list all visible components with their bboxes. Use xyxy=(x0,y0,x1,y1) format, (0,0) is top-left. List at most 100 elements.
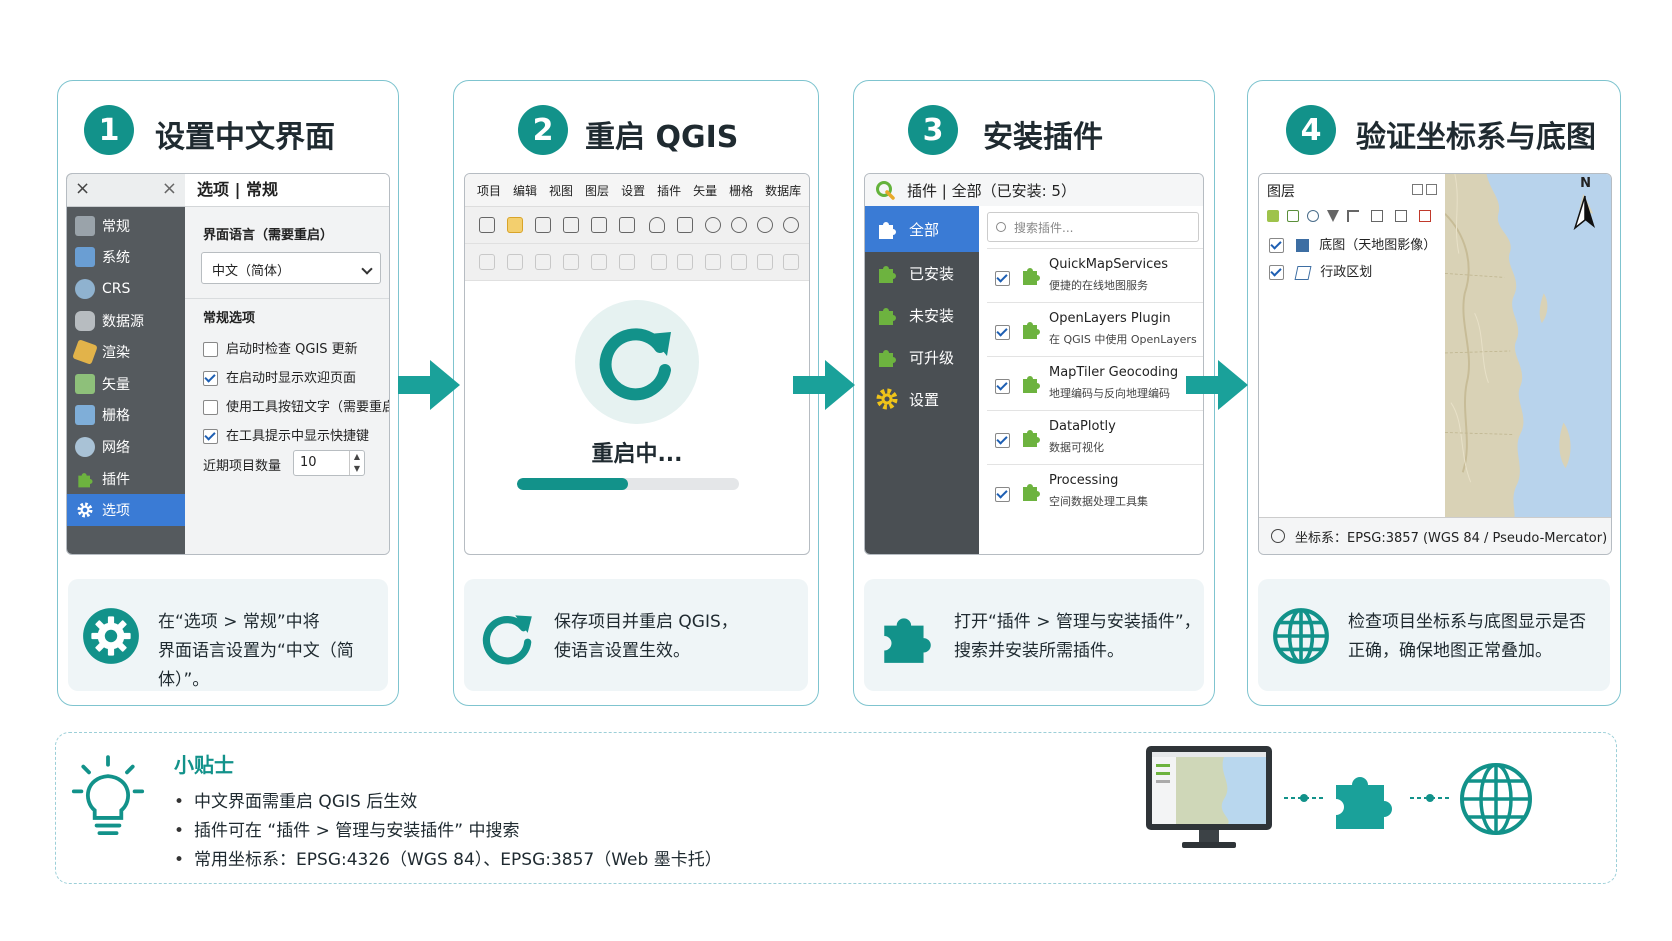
plugin-row[interactable]: DataPlotly 数据可视化 xyxy=(987,410,1203,465)
recent-projects-spinbox[interactable]: 10 ▲▼ xyxy=(293,450,365,476)
panel-float-icon[interactable] xyxy=(1412,184,1423,195)
option-check-updates[interactable]: 启动时检查 QGIS 更新 xyxy=(203,338,358,357)
sidebar-item-label: 选项 xyxy=(102,503,130,520)
redo-icon[interactable] xyxy=(783,254,799,270)
globe-icon[interactable] xyxy=(1271,529,1285,543)
sidebar-item-upgradeable[interactable]: 可升级 xyxy=(865,336,979,378)
menu-settings[interactable]: 设置 xyxy=(621,183,646,198)
sidebar-item-data-sources[interactable]: 数据源 xyxy=(67,305,185,337)
style-manager-icon[interactable] xyxy=(1267,210,1279,222)
vertex-tool-icon[interactable] xyxy=(535,254,551,270)
menu-database[interactable]: 数据库 xyxy=(765,183,802,198)
cut-features-icon[interactable] xyxy=(619,254,635,270)
pan-to-selection-icon[interactable] xyxy=(677,217,693,233)
expand-all-icon[interactable] xyxy=(1371,210,1383,222)
filter-legend-icon[interactable] xyxy=(1347,210,1359,222)
zoom-in-icon[interactable] xyxy=(705,217,721,233)
sidebar-item-options[interactable]: 选项 xyxy=(67,494,185,526)
print-layout-icon[interactable] xyxy=(591,217,607,233)
pan-hand-icon[interactable] xyxy=(649,217,665,233)
step-title: 重启 QGIS xyxy=(585,120,739,155)
save-icon[interactable] xyxy=(535,217,551,233)
option-toolbutton-text[interactable]: 使用工具按钮文字（需要重启） xyxy=(203,396,390,415)
checkbox[interactable] xyxy=(203,429,218,444)
plugin-name: QuickMapServices xyxy=(1049,257,1169,272)
new-file-icon[interactable] xyxy=(479,217,495,233)
checkbox[interactable] xyxy=(1269,238,1284,253)
menu-plugins[interactable]: 插件 xyxy=(657,183,682,198)
checkbox[interactable] xyxy=(995,379,1010,394)
panel-close-icon[interactable] xyxy=(1426,184,1437,195)
close-icon[interactable]: × xyxy=(75,178,91,199)
language-select[interactable]: 中文（简体） xyxy=(201,252,381,284)
checkbox[interactable] xyxy=(203,400,218,415)
delete-selected-icon[interactable] xyxy=(591,254,607,270)
zoom-layer-icon[interactable] xyxy=(1307,210,1319,222)
sidebar-item-installed[interactable]: 已安装 xyxy=(865,252,979,294)
save-as-icon[interactable] xyxy=(563,217,579,233)
option-show-welcome[interactable]: 在启动时显示欢迎页面 xyxy=(203,367,356,386)
map-image xyxy=(1445,174,1611,518)
add-group-icon[interactable] xyxy=(1287,210,1299,222)
close-icon[interactable]: × xyxy=(161,178,177,199)
paste-features-icon[interactable] xyxy=(731,254,747,270)
zoom-out-icon[interactable] xyxy=(757,217,773,233)
edit-pencil-icon[interactable] xyxy=(651,254,667,270)
copy-features-icon[interactable] xyxy=(705,254,721,270)
recent-projects-value: 10 xyxy=(300,455,317,470)
crs-status[interactable]: 坐标系：EPSG:3857 (WGS 84 / Pseudo-Mercator) xyxy=(1295,530,1608,546)
checkbox[interactable] xyxy=(203,371,218,386)
layer-label: 底图（天地图影像） xyxy=(1319,238,1437,253)
sidebar-item-settings[interactable]: 设置 xyxy=(865,378,979,420)
sidebar-item-vector[interactable]: 矢量 xyxy=(67,368,185,400)
sidebar-item-not-installed[interactable]: 未安装 xyxy=(865,294,979,336)
zoom-layer-icon[interactable] xyxy=(783,217,799,233)
sidebar-item-plugins[interactable]: 插件 xyxy=(67,463,185,495)
menu-raster[interactable]: 栅格 xyxy=(729,183,754,198)
option-tooltip-shortcuts[interactable]: 在工具提示中显示快捷键 xyxy=(203,425,369,444)
close-project-icon[interactable] xyxy=(619,217,635,233)
menu-project[interactable]: 项目 xyxy=(477,183,502,198)
plugin-row[interactable]: OpenLayers Plugin 在 QGIS 中使用 OpenLayers xyxy=(987,302,1203,357)
plugin-row[interactable]: Processing 空间数据处理工具集 xyxy=(987,464,1203,519)
menu-view[interactable]: 视图 xyxy=(549,183,574,198)
sidebar-item-all[interactable]: 全部 xyxy=(865,206,979,252)
puzzle-icon xyxy=(1023,322,1040,339)
menu-edit[interactable]: 编辑 xyxy=(513,183,538,198)
step-number: 2 xyxy=(518,105,568,155)
sidebar-item-label: 网络 xyxy=(102,439,130,456)
sidebar-item-rendering[interactable]: 渲染 xyxy=(67,336,185,368)
sidebar-item-network[interactable]: 网络 xyxy=(67,431,185,463)
menu-vector[interactable]: 矢量 xyxy=(693,183,718,198)
sidebar-item-raster[interactable]: 栅格 xyxy=(67,400,185,432)
menu-layer[interactable]: 图层 xyxy=(585,183,610,198)
zoom-full-icon[interactable] xyxy=(731,217,747,233)
remove-layer-icon[interactable] xyxy=(1419,210,1431,222)
digitize-icon[interactable] xyxy=(479,254,495,270)
spin-arrows-icon[interactable]: ▲▼ xyxy=(349,451,364,475)
layer-item[interactable]: 行政区划 xyxy=(1269,261,1372,280)
plugin-row[interactable]: QuickMapServices 便捷的在线地图服务 xyxy=(987,248,1203,303)
checkbox[interactable] xyxy=(203,342,218,357)
node-tool-icon[interactable] xyxy=(677,254,693,270)
checkbox[interactable] xyxy=(1269,265,1284,280)
plugin-name: MapTiler Geocoding xyxy=(1049,365,1179,380)
checkbox[interactable] xyxy=(995,325,1010,340)
add-feature-icon[interactable] xyxy=(507,254,523,270)
sidebar-item-system[interactable]: 系统 xyxy=(67,242,185,274)
move-feature-icon[interactable] xyxy=(563,254,579,270)
sidebar-item-crs[interactable]: CRS xyxy=(67,273,185,305)
open-folder-icon[interactable] xyxy=(507,217,523,233)
plugin-search-input[interactable]: 搜索插件... xyxy=(987,212,1199,242)
filter-icon[interactable] xyxy=(1327,210,1339,222)
checkbox[interactable] xyxy=(995,487,1010,502)
undo-icon[interactable] xyxy=(757,254,773,270)
layer-item[interactable]: 底图（天地图影像） xyxy=(1269,234,1436,253)
option-label: 使用工具按钮文字（需要重启） xyxy=(226,400,390,415)
map-canvas[interactable]: N xyxy=(1445,174,1611,518)
checkbox[interactable] xyxy=(995,271,1010,286)
plugin-row[interactable]: MapTiler Geocoding 地理编码与反向地理编码 xyxy=(987,356,1203,411)
sidebar-item-general[interactable]: 常规 xyxy=(67,210,185,242)
checkbox[interactable] xyxy=(995,433,1010,448)
collapse-all-icon[interactable] xyxy=(1395,210,1407,222)
